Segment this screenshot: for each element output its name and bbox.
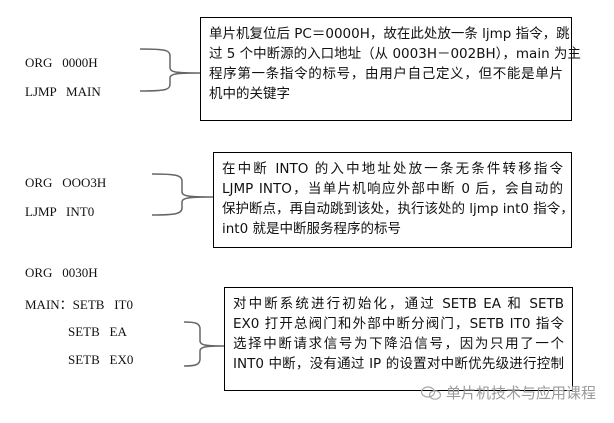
code-ljmp-int0: LJMP INT0: [25, 204, 95, 219]
wechat-icon: [420, 385, 442, 400]
note-line: 程序第一条指令的标号，由用户自己定义，但不能是单片: [209, 66, 563, 82]
code-org-0030h: ORG 0030H: [25, 265, 98, 280]
note-box-reset: 单片机复位后 PC＝0000H，故在此处放一条 ljmp 指令，跳 过 5 个中…: [200, 17, 581, 121]
note-line: EX0 打开总阀门和外部中断分阀门，SETB IT0 指令: [233, 316, 564, 332]
watermark-text: 单片机技术与应用课程: [446, 384, 597, 402]
watermark: 单片机技术与应用课程: [420, 382, 596, 403]
note-box-init: 对中断系统进行初始化，通过 SETB EA 和 SETB EX0 打开总阀门和外…: [224, 287, 573, 391]
note-line: 保护断点，再自动跳到该处，执行该处的 ljmp int0 指令，: [222, 201, 574, 217]
note-line: 过 5 个中断源的入口地址（从 0003H－002BH），main 为主: [209, 46, 581, 62]
note-line: LJMP INTO，当单片机响应外部中断 0 后，会自动的: [222, 181, 563, 197]
note-box-int0: 在中断 INTO 的入中地址处放一条无条件转移指令 LJMP INTO，当单片机…: [213, 152, 574, 248]
note-line: 单片机复位后 PC＝0000H，故在此处放一条 ljmp 指令，跳: [209, 26, 570, 42]
note-line: 对中断系统进行初始化，通过 SETB EA 和 SETB: [233, 296, 564, 312]
brace-1: [139, 48, 201, 92]
note-line: int0 就是中断服务程序的标号: [222, 221, 401, 237]
code-ljmp-main: LJMP MAIN: [25, 84, 101, 99]
code-setb-ex0: SETB EX0: [68, 352, 134, 367]
note-line: 机中的关键字: [209, 86, 290, 102]
code-org-0000h: ORG 0000H: [25, 55, 98, 70]
code-org-0003h: ORG OOO3H: [25, 175, 107, 190]
brace-2: [151, 173, 214, 216]
note-line: INT0 中断，没有通过 IP 的设置对中断优先级进行控制: [233, 356, 564, 372]
brace-3: [183, 321, 225, 367]
code-main-setb-it0: MAIN：SETB IT0: [25, 297, 133, 312]
code-setb-ea: SETB EA: [68, 324, 127, 339]
note-line: 选择中断请求信号为下降沿信号，因为只用了一个: [233, 336, 564, 352]
note-line: 在中断 INTO 的入中地址处放一条无条件转移指令: [222, 161, 563, 177]
